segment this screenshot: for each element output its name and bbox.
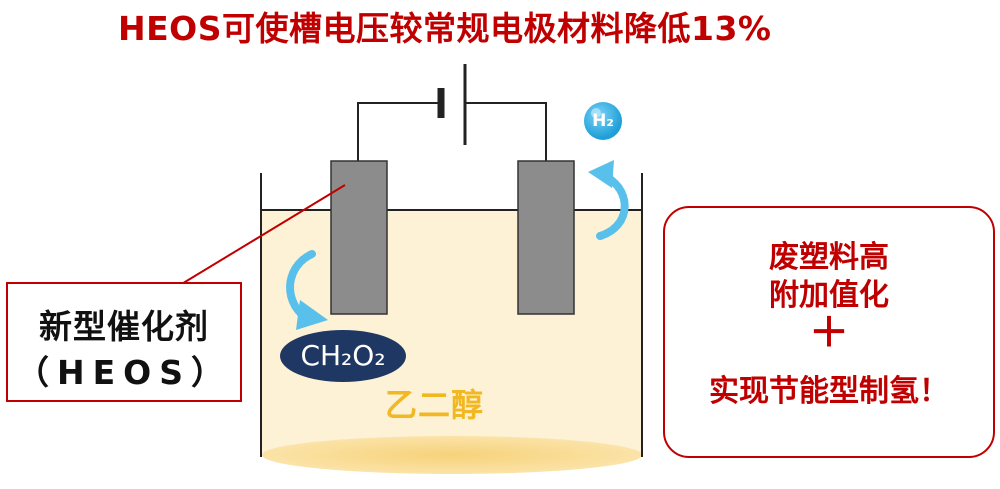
catalyst-callout: 新型催化剂 （HEOS） xyxy=(6,282,242,402)
curved-arrow-icon xyxy=(588,160,629,240)
catalyst-label-line1: 新型催化剂 xyxy=(39,307,209,346)
benefit-line1: 废塑料高 xyxy=(769,240,889,275)
wire-left xyxy=(357,102,441,161)
beaker-bottom xyxy=(262,436,642,474)
h2-label: H₂ xyxy=(592,111,614,131)
battery-symbol-icon xyxy=(437,64,467,145)
page-title: HEOS可使槽电压较常规电极材料降低13% xyxy=(118,9,772,48)
curved-arrow-icon xyxy=(286,250,328,330)
electrode-cathode xyxy=(517,160,575,315)
h2-bubble-icon xyxy=(584,102,622,140)
plus-sign: ＋ xyxy=(809,310,849,356)
electrolyte-label: 乙二醇 xyxy=(385,386,485,424)
benefit-line2: 附加值化 xyxy=(769,278,889,313)
product-label: CH₂O₂ xyxy=(300,339,386,372)
benefit-line3: 实现节能型制氢！ xyxy=(709,374,949,409)
electrode-anode xyxy=(330,160,388,315)
catalyst-pointer-line xyxy=(179,184,346,286)
benefits-callout: 废塑料高 附加值化 ＋ 实现节能型制氢！ xyxy=(663,206,995,458)
catalyst-label-line2: （HEOS） xyxy=(16,353,232,392)
wire-right xyxy=(465,102,547,161)
product-bubble xyxy=(280,330,406,382)
